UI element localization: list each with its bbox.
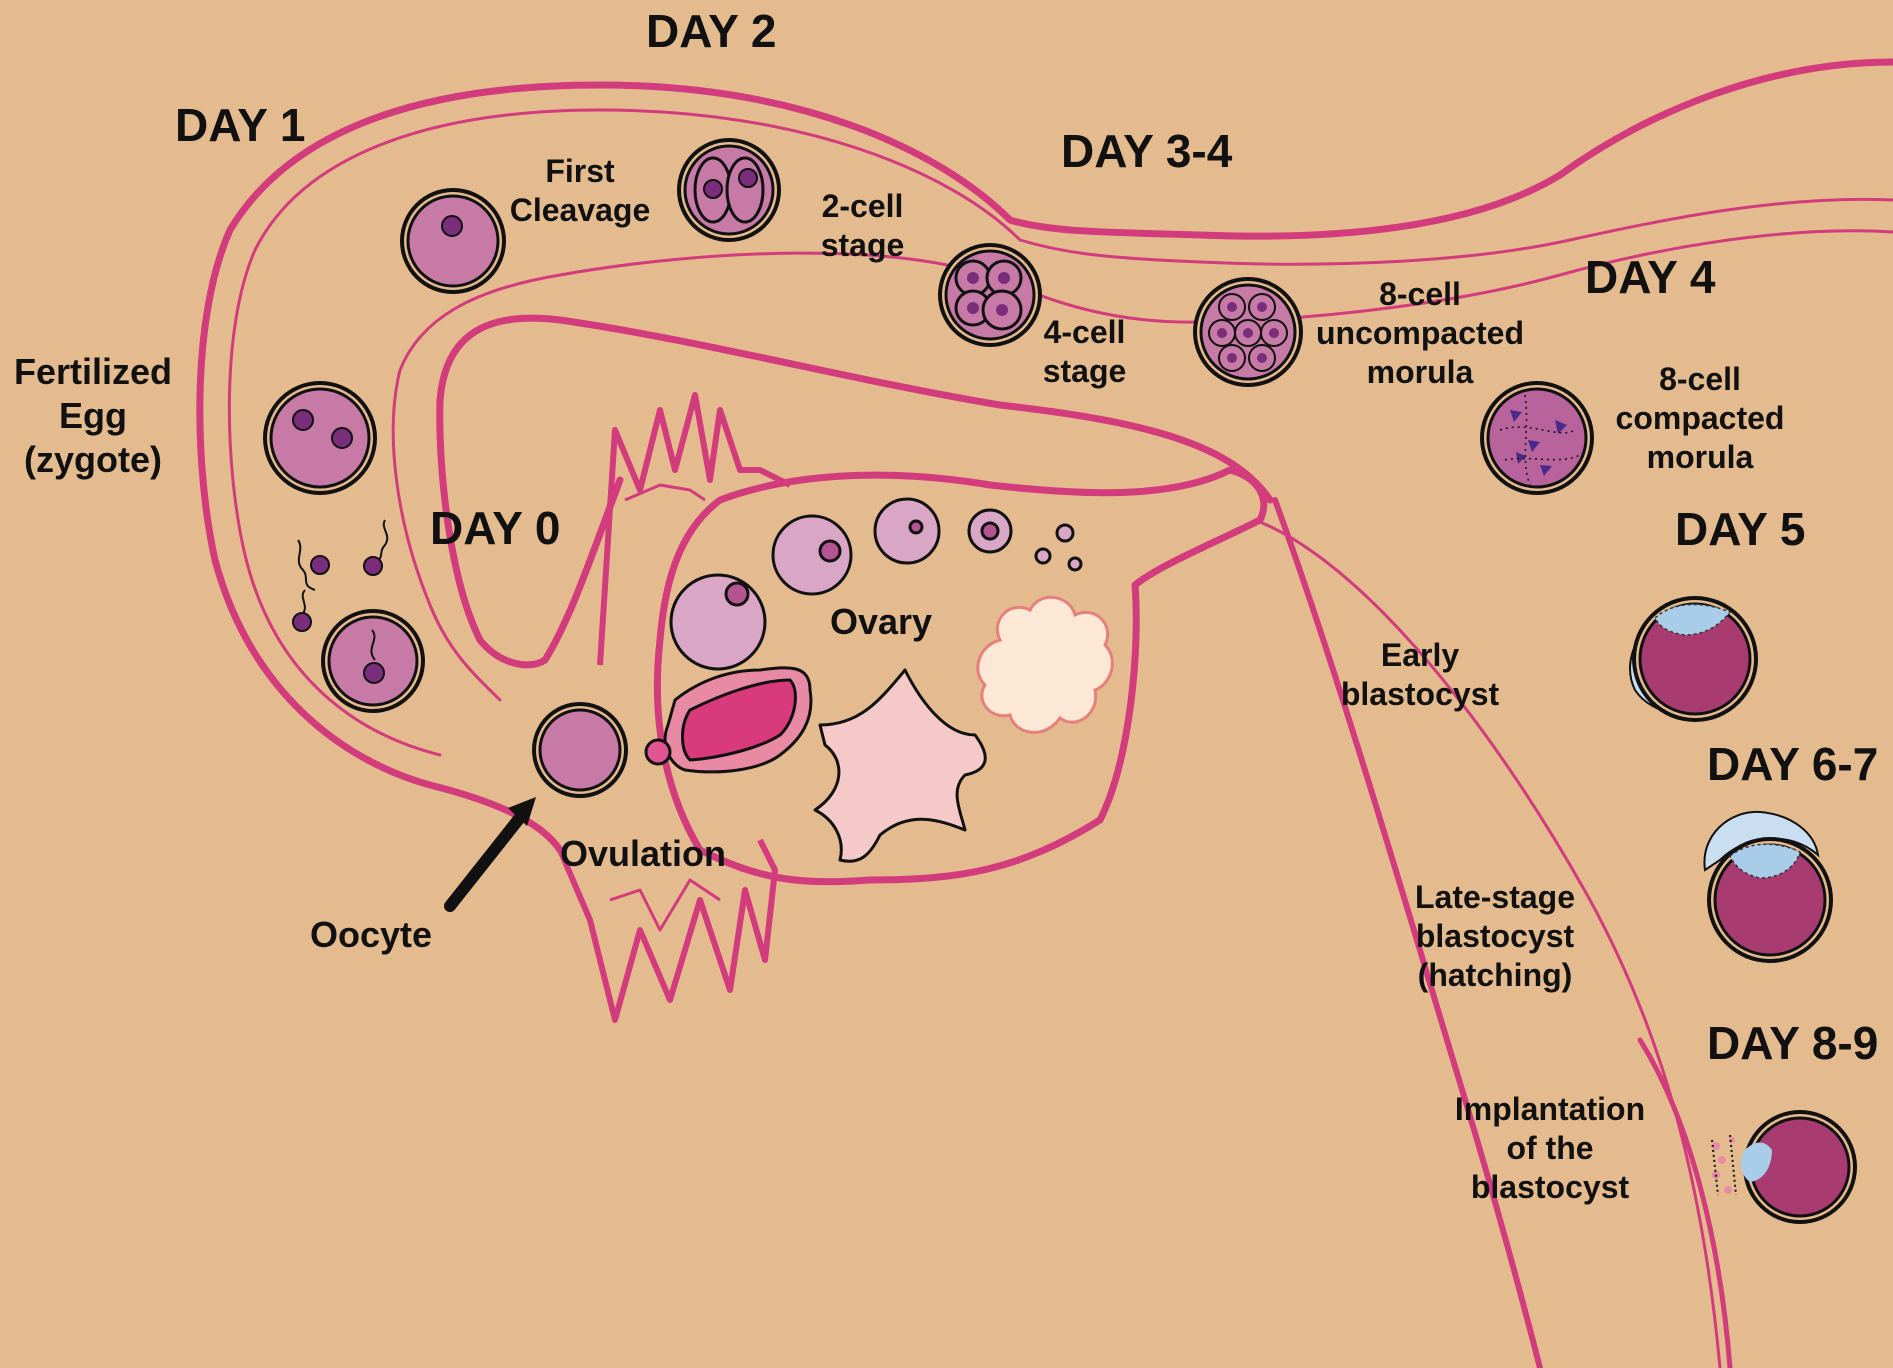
eight-cell-compacted-label: 8-cell compacted morula [1605,360,1795,477]
oocyte-label: Oocyte [310,913,432,957]
late-blastocyst-label: Late-stage blastocyst (hatching) [1400,878,1590,995]
ovulation-label: Ovulation [560,832,726,876]
four-cell-stage-label: 4-cell stage [1022,313,1147,391]
eight-cell-uncompacted-label: 8-cell uncompacted morula [1310,275,1530,392]
day-1-label: DAY 1 [175,102,305,148]
day-6-7-label: DAY 6-7 [1707,741,1878,787]
early-blastocyst [1630,596,1758,722]
zygote [263,381,377,495]
two-cell-stage-label: 2-cell stage [800,187,925,265]
two-cell-embryo [677,138,781,242]
day-4-label: DAY 4 [1585,254,1715,300]
follicle-primordial-2 [1036,549,1050,563]
day-3-4-label: DAY 3-4 [1061,128,1232,174]
late-blastocyst [1704,812,1833,963]
day-5-label: DAY 5 [1675,506,1805,552]
eight-cell-uncompacted-morula [1193,277,1303,387]
ovary-label: Ovary [830,600,932,644]
first-cleavage-label: First Cleavage [505,152,655,230]
fertilized-egg-label: Fertilized Egg (zygote) [8,350,178,482]
follicle-primordial-1 [1057,525,1073,541]
follicle-large [671,575,765,669]
implanting-blastocyst [1712,1110,1857,1224]
sperm-entering-egg [321,609,425,713]
follicle-primordial-3 [1069,558,1081,570]
early-blastocyst-label: Early blastocyst [1330,636,1510,714]
ovulated-oocyte [532,702,628,798]
follicle-small-oocyte [910,521,922,533]
oocyte-arrow [450,797,536,906]
day-0-label: DAY 0 [430,505,560,551]
follicle-large-oocyte [726,583,748,605]
follicle-medium-oocyte [820,541,840,561]
follicle-primary-oocyte [982,523,998,539]
corpus-luteum [646,668,811,772]
corpus-albicans [815,670,985,861]
follicle-small [875,499,939,563]
day-8-9-label: DAY 8-9 [1707,1020,1878,1066]
corpus-albicans-cloud [978,597,1113,732]
eight-cell-compacted-morula [1480,381,1594,495]
ovulated-follicle-dot [646,740,670,764]
implantation-label: Implantation of the blastocyst [1440,1090,1660,1207]
day1-egg [400,188,506,294]
day-2-label: DAY 2 [646,8,776,54]
